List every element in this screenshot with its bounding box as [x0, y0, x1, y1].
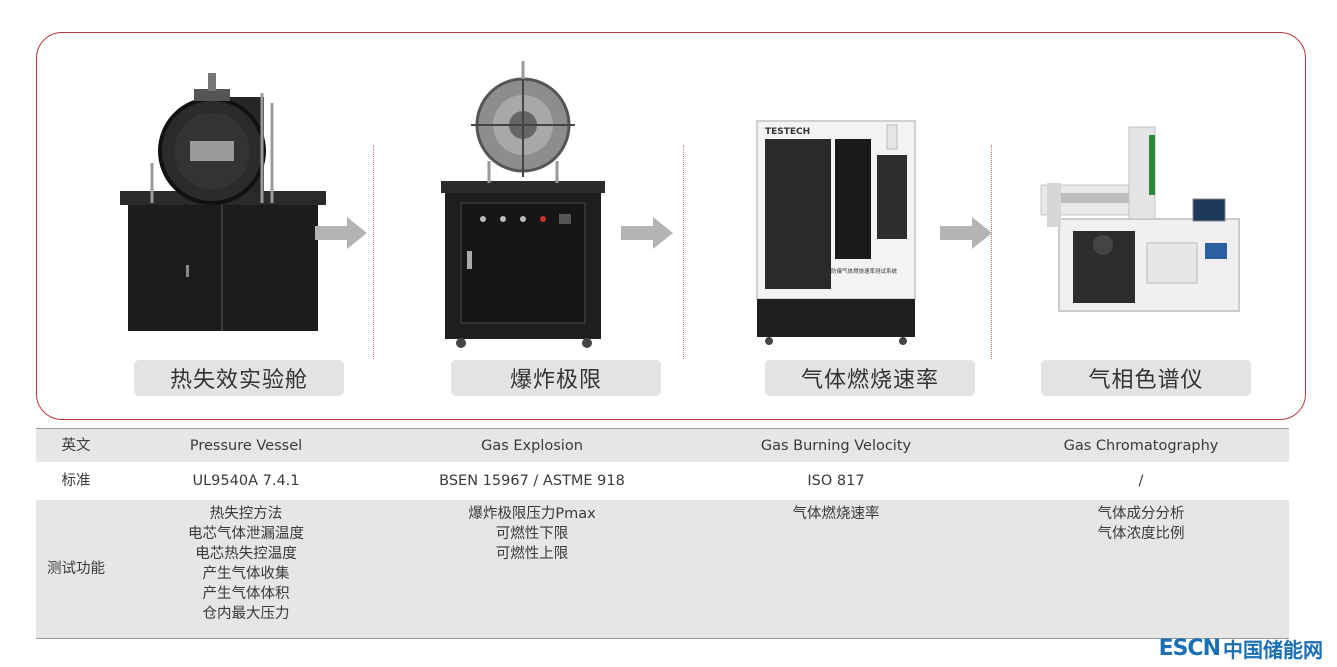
table-cell: Gas Chromatography [1063, 437, 1219, 454]
table-cell: UL9540A 7.4.1 [192, 473, 300, 489]
stage-label: 气相色谱仪 [1041, 360, 1251, 396]
row-header: 测试功能 [47, 561, 105, 577]
pressure-vessel-icon [92, 53, 392, 353]
stage-pressure-vessel: 热失效实验舱 [92, 33, 392, 421]
table-row-english: 英文 Pressure Vessel Gas Explosion Gas Bur… [36, 428, 1289, 462]
cabinet-brand: TESTECH [765, 127, 810, 137]
logo-cjk: 中国储能网 [1223, 637, 1323, 662]
cabinet-caption: 防爆气体燃烧速率测试系统 [831, 267, 898, 275]
table-cell: / [1138, 473, 1144, 489]
function-list: 爆炸极限压力Pmax 可燃性下限 可燃性上限 [392, 504, 672, 564]
table-cell: Pressure Vessel [189, 437, 303, 454]
logo-latin: ESCN [1158, 635, 1221, 661]
row-header: 标准 [61, 473, 91, 489]
function-list: 热失控方法 电芯气体泄漏温度 电芯热失控温度 产生气体收集 产生气体体积 仓内最… [126, 504, 366, 624]
list-item: 气体浓度比例 [1097, 526, 1185, 542]
list-item: 产生气体体积 [202, 586, 290, 602]
stage-gas-explosion: 爆炸极限 [405, 33, 705, 421]
arrow-right-icon [940, 217, 992, 249]
stage-label: 气体燃烧速率 [765, 360, 975, 396]
list-item: 可燃性下限 [495, 526, 569, 542]
row-header: 英文 [61, 437, 91, 454]
stage-burning-velocity: TESTECH 防爆气体燃烧速率测试系统 气体燃烧速率 [727, 33, 1027, 421]
gas-chromatograph-icon [1033, 53, 1333, 353]
table-row-test-functions: 测试功能 热失控方法 电芯气体泄漏温度 电芯热失控温度 产生气体收集 产生气体体… [36, 500, 1289, 639]
list-item: 气体成分分析 [1097, 506, 1185, 522]
list-item: 爆炸极限压力Pmax [468, 506, 596, 522]
list-item: 气体燃烧速率 [792, 506, 880, 522]
list-item: 电芯气体泄漏温度 [188, 526, 304, 542]
stage-label: 热失效实验舱 [134, 360, 344, 396]
table-cell: Gas Burning Velocity [760, 437, 912, 454]
arrow-right-icon [621, 217, 673, 249]
stage-gas-chromatograph: 气相色谱仪 [1033, 33, 1333, 421]
stage-label: 爆炸极限 [451, 360, 661, 396]
table-cell: Gas Explosion [481, 437, 583, 454]
escn-logo: ESCN 中国储能网 [1159, 633, 1323, 663]
explosion-tester-icon [405, 53, 705, 353]
list-item: 产生气体收集 [202, 566, 290, 582]
list-item: 热失控方法 [209, 506, 283, 522]
list-item: 电芯热失控温度 [195, 546, 297, 562]
stage-divider [683, 145, 684, 359]
list-item: 仓内最大压力 [202, 606, 290, 622]
stage-divider [991, 145, 992, 359]
burning-velocity-cabinet-icon: TESTECH 防爆气体燃烧速率测试系统 [727, 53, 1027, 353]
table-cell: ISO 817 [807, 473, 865, 489]
function-list: 气体成分分析 气体浓度比例 [1016, 504, 1266, 544]
list-item: 可燃性上限 [495, 546, 569, 562]
table-cell: BSEN 15967 / ASTME 918 [439, 473, 625, 489]
stage-divider [373, 145, 374, 359]
arrow-right-icon [315, 217, 367, 249]
equipment-flow-panel: 热失效实验舱 [36, 32, 1306, 420]
function-list: 气体燃烧速率 [716, 504, 956, 524]
table-row-standard: 标准 UL9540A 7.4.1 BSEN 15967 / ASTME 918 … [36, 462, 1289, 500]
